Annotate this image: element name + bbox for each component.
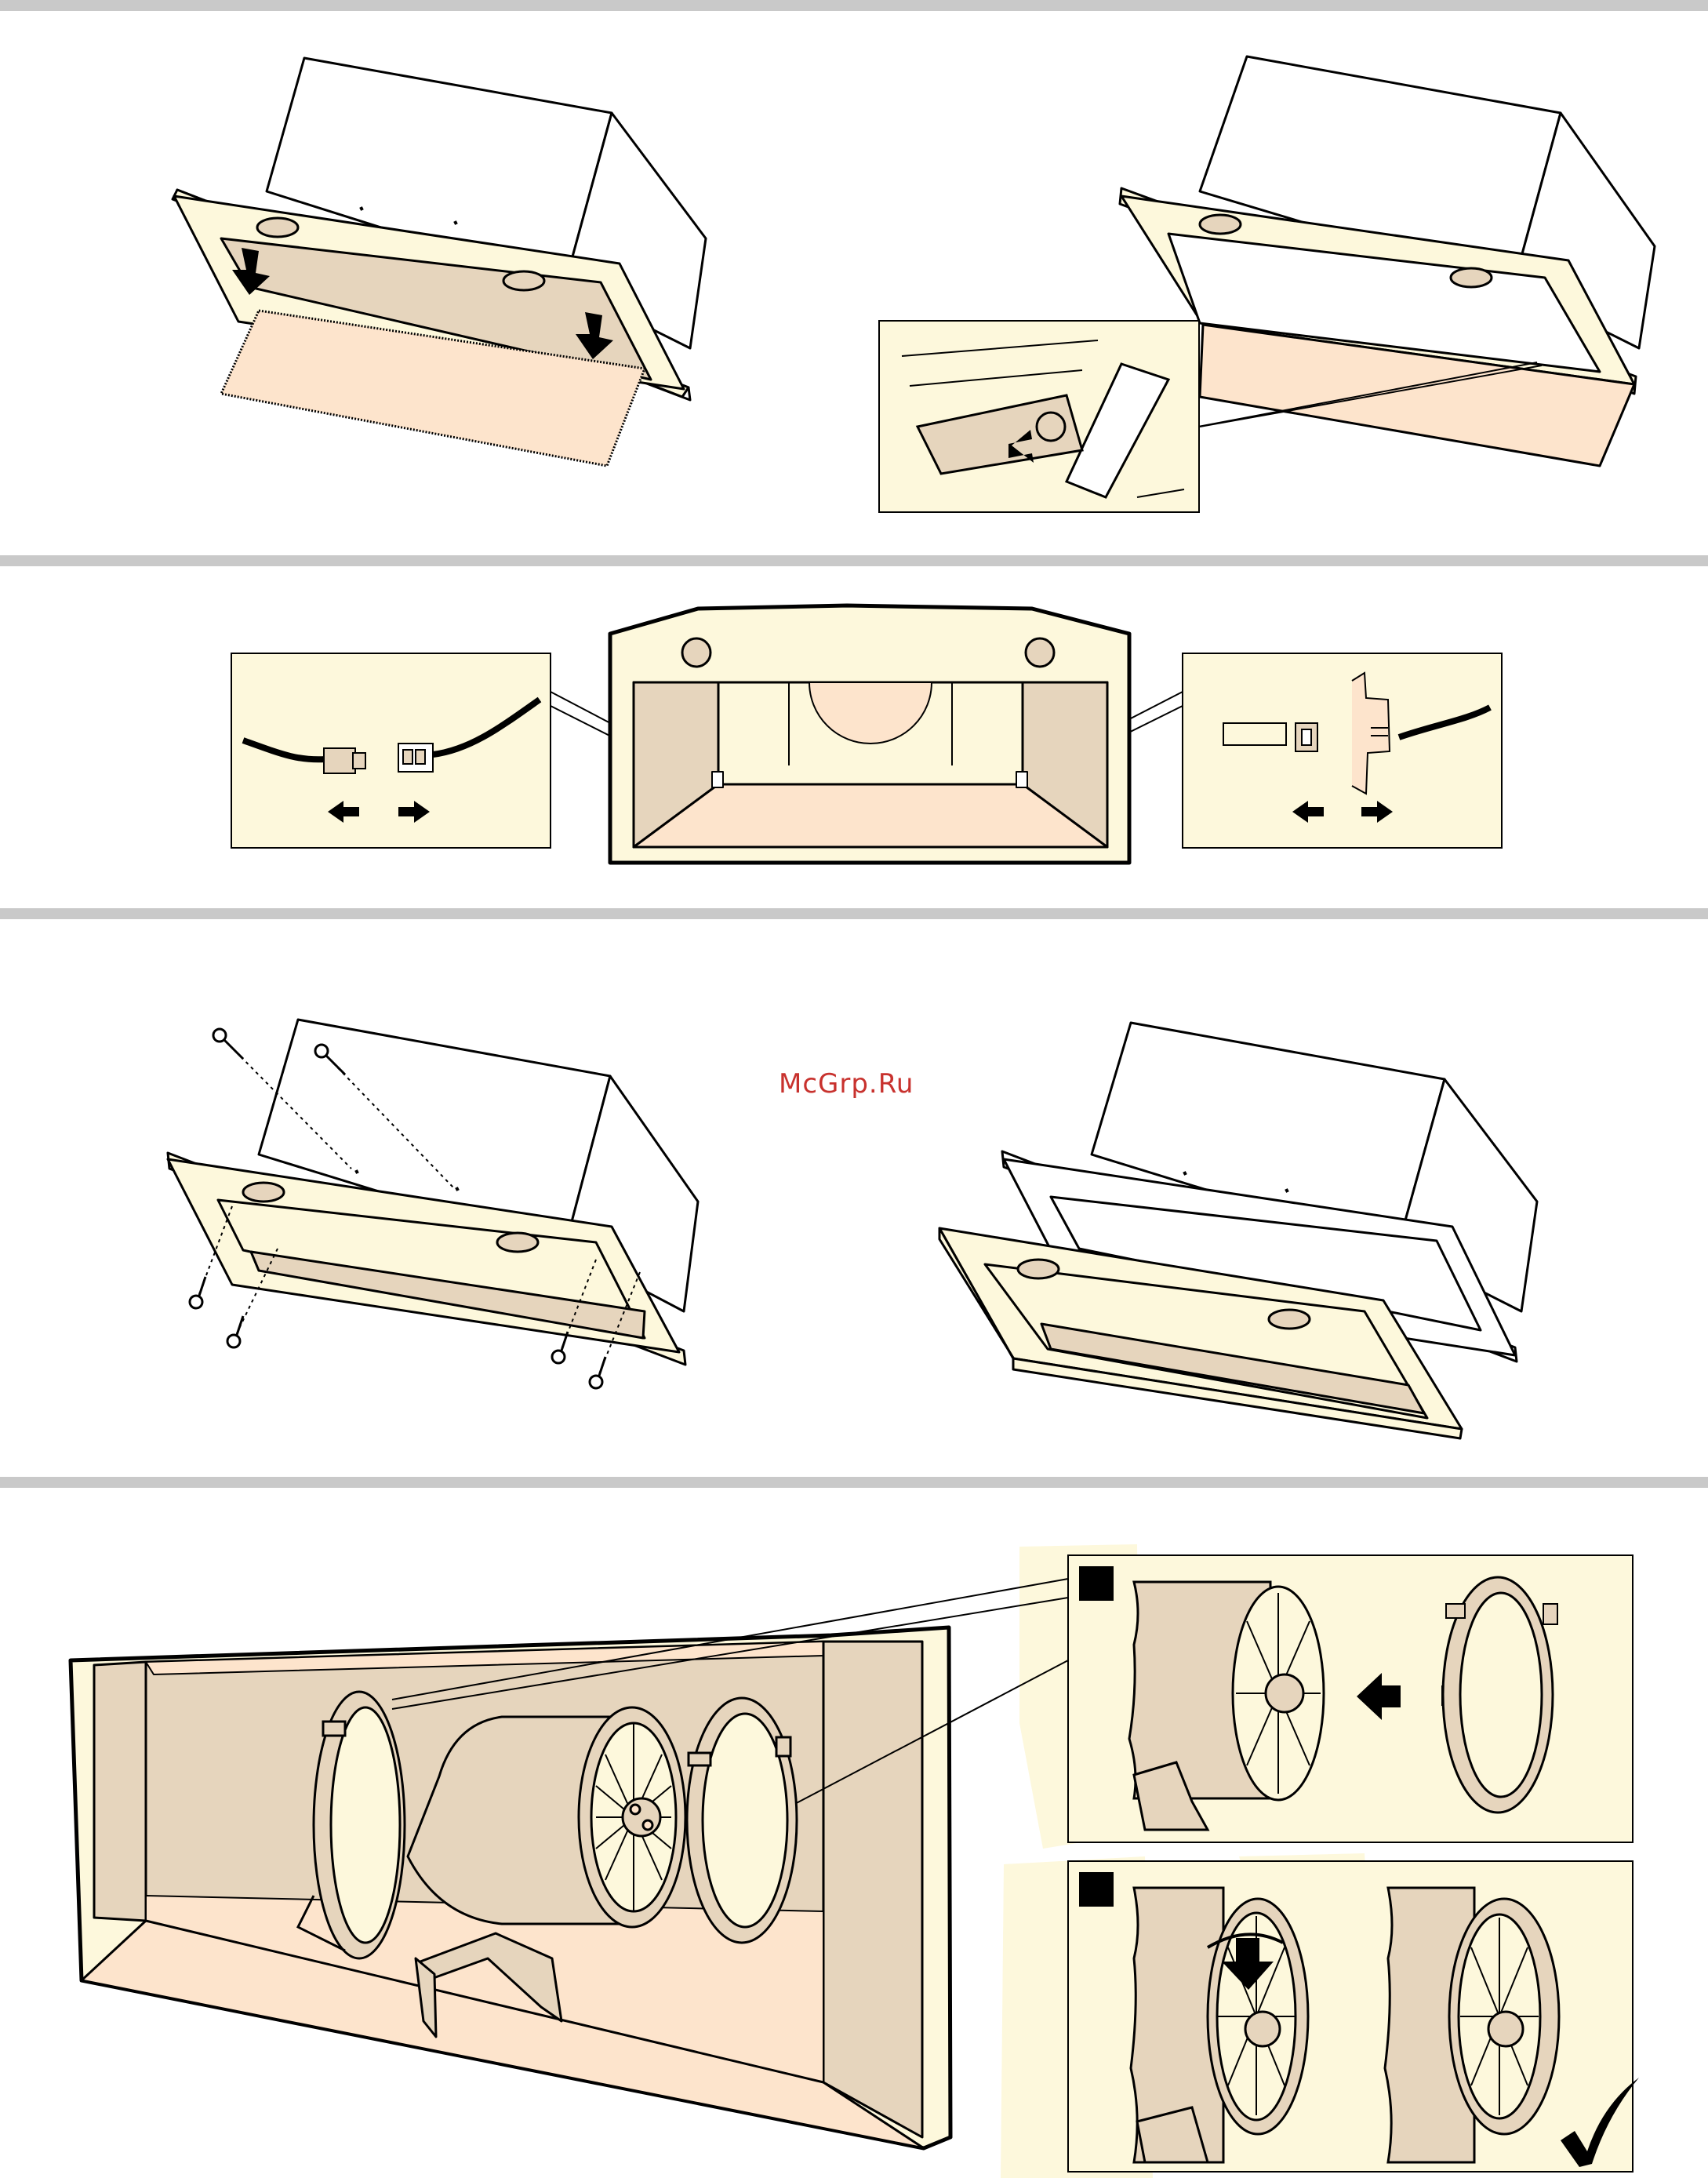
separator-band-2 [0, 908, 1708, 919]
step-4-illustration [0, 1488, 1708, 2178]
step-remove-panel [0, 919, 1708, 1477]
hood-panel-detached [939, 1023, 1537, 1438]
step-1-illustration [0, 11, 1708, 555]
step-marker-icon [1079, 1566, 1114, 1601]
step-fit-motor-flange [0, 1488, 1708, 2178]
separator-band-1 [0, 555, 1708, 566]
step-disconnect-lights [0, 566, 1708, 908]
connector-clip [1183, 653, 1502, 848]
step-3-illustration [0, 919, 1708, 1477]
hood-underside [610, 605, 1129, 863]
watermark-text: McGrp.Ru [779, 1068, 914, 1100]
latch-inset [879, 321, 1199, 512]
separator-band-3 [0, 1477, 1708, 1488]
step-2-illustration [0, 566, 1708, 908]
connector-plug [231, 653, 551, 848]
separator-band-top [0, 0, 1708, 11]
flange-ring-front [687, 1698, 797, 1943]
flange-step-1 [1068, 1555, 1633, 1842]
flange-step-2 [1068, 1861, 1639, 2172]
step-marker-icon [1079, 1872, 1114, 1907]
step-filter-removal [0, 11, 1708, 555]
hood-latch-detail [1120, 56, 1655, 466]
